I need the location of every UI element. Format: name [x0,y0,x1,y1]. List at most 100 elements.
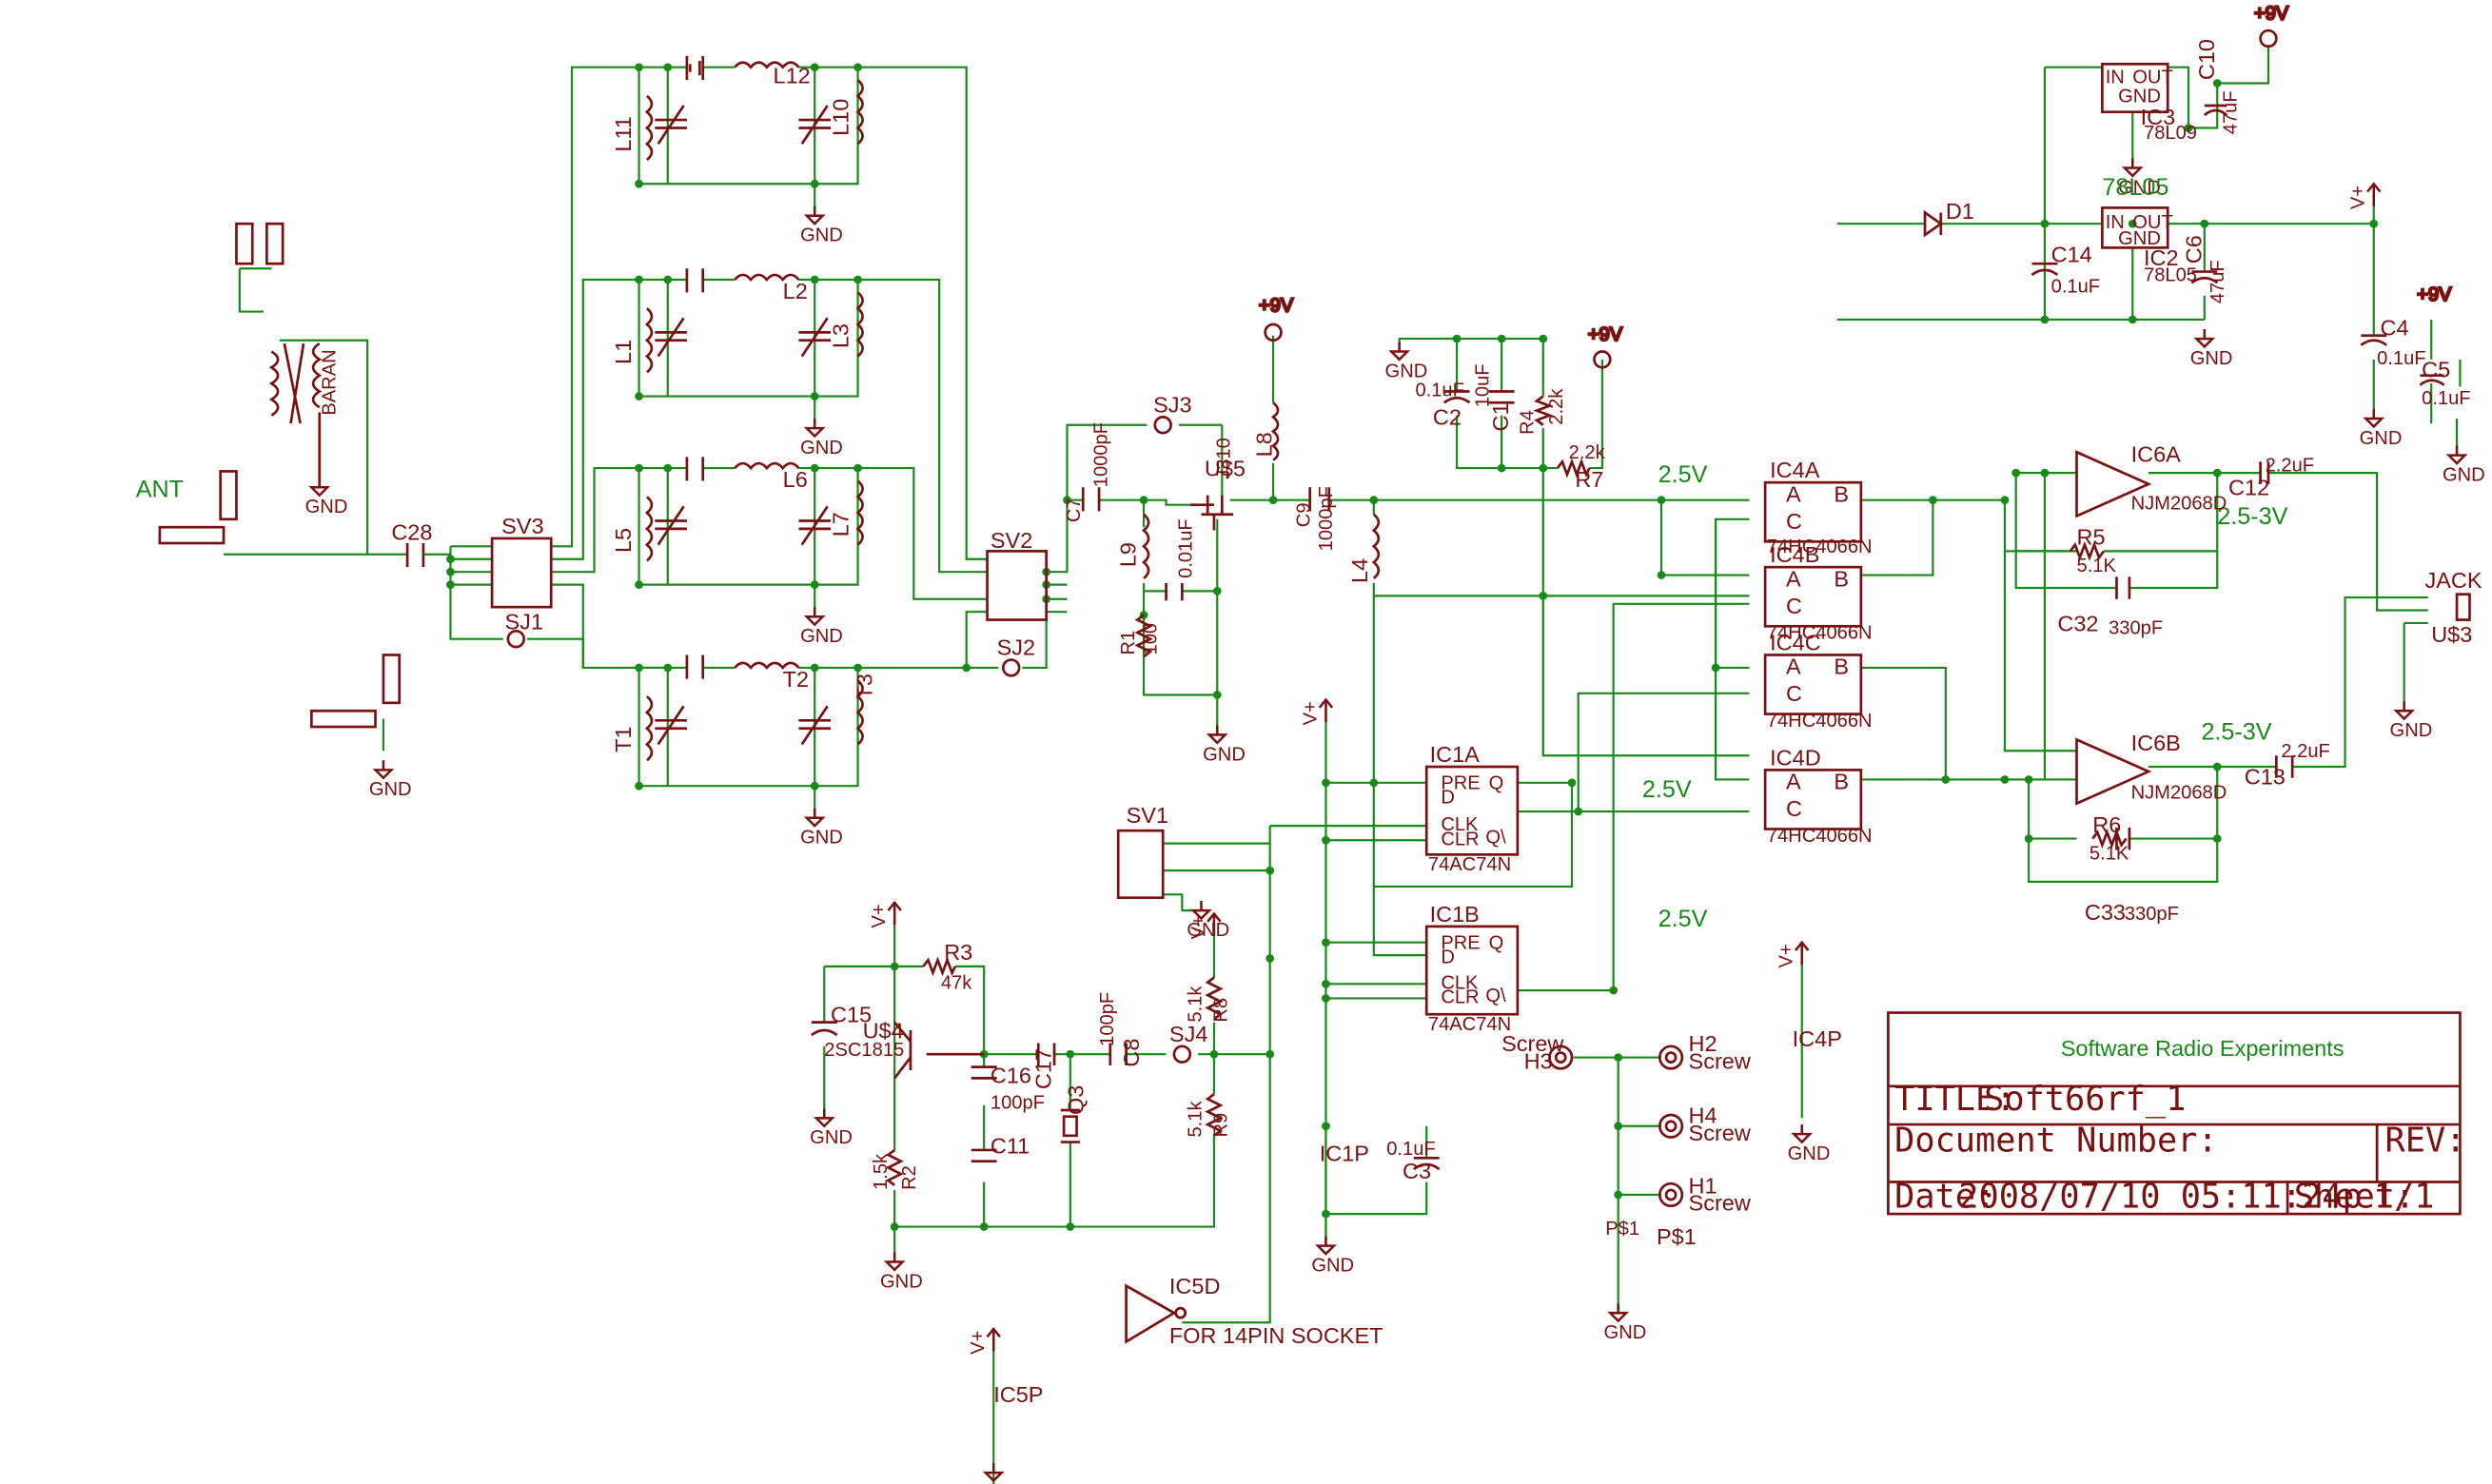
inductor-l4 [1371,513,1381,579]
svg-text:A: A [1786,654,1801,679]
label-c32-value: 330pF [2109,618,2163,639]
junction-dot [1212,586,1222,596]
svg-text:Screw: Screw [1689,1048,1752,1073]
svg-text:Q: Q [1489,932,1504,953]
inductor-l6 [734,461,800,471]
label-jack: JACK [2424,568,2482,593]
junction-dot [446,555,455,564]
ground-symbol: GND [800,607,843,647]
junction-dot [2212,79,2222,88]
svg-text:GND: GND [2118,228,2161,249]
junction-dot [635,63,643,72]
label-r6-value: 5.1K [2090,843,2129,864]
junction-dot [1322,979,1330,988]
label-r4-value: 2.2k [1546,388,1567,425]
ground-symbol: GND [880,1252,923,1292]
crystal-q3 [1060,1108,1080,1143]
junction-dot [810,580,819,589]
sheet-value: 1/1 [2374,1177,2435,1216]
svg-text:P$1: P$1 [1605,1219,1639,1240]
junction-dot [635,781,643,791]
junction-dot [1209,1049,1219,1059]
ground-label: GND [2360,428,2403,449]
ground-label: GND [305,497,348,517]
label-c9-value: 1000pF [1316,486,1337,551]
svg-text:B: B [1834,654,1849,679]
document-number-label: Document Number: [1894,1122,2218,1161]
vplus-symbol: V+ [1188,911,1222,939]
ground-symbol: GND [2443,445,2485,486]
ground-symbol: GND [1604,1303,1646,1343]
svg-text:Q\: Q\ [1485,828,1506,849]
label-c8: C8 [1119,1039,1144,1067]
inductor-l10 [855,79,864,146]
junction-dot [810,781,819,791]
label-c33-value: 330pF [2125,904,2179,925]
junction-dot [1322,994,1330,1003]
capacitor-c42 [685,268,705,293]
label-ic4d: IC4D [1770,745,1821,770]
ground-label: GND [800,225,843,246]
label-r4: R4 [1518,410,1539,435]
ground-label: GND [810,1127,853,1148]
ground-label: GND [2190,348,2233,369]
inductor-l3 [855,291,864,358]
label-c2: C2 [1433,405,1462,430]
svg-text:D: D [1441,788,1455,809]
junction-dot [2200,219,2209,228]
resistor-r5 [2069,540,2106,561]
junction-dot [810,275,819,284]
label-78l05-top: 78L05 [2102,174,2168,201]
ground-symbol: GND [305,478,348,517]
junction-dot [1497,334,1506,343]
junction-dot [890,1222,899,1231]
header-sv3 [490,537,553,609]
junction-dot [1322,778,1330,788]
label-c16-value: 100pF [991,1092,1045,1113]
label-c33: C33 [2085,900,2126,925]
label-c3: C3 [1403,1159,1431,1183]
label-sj3: SJ3 [1153,392,1192,417]
label-ic4d-part: 74HC4066N [1767,826,1873,847]
switch-ic4b [1763,565,1863,628]
capacitor-c13 [2275,755,2294,778]
junction-dot [635,580,643,589]
resistor-r4 [1533,395,1554,426]
label-ic6b-part: NJM2068D [2131,783,2227,804]
junction-dot [1539,463,1548,473]
vplus-label: V+ [2348,186,2369,209]
svg-text:CLK: CLK [1441,814,1479,835]
label-r2: R2 [899,1165,920,1190]
svg-text:GND: GND [2118,87,2161,107]
ground-symbol: GND [1788,1124,1830,1164]
label-ic5d: IC5D [1169,1274,1221,1298]
power-pads [1264,29,2278,369]
junction-dot [1539,592,1548,600]
label-c4: C4 [2380,316,2408,341]
label-q3: Q3 [1063,1085,1088,1115]
trimmer-capacitors [655,60,831,746]
label-ic6a: IC6A [2131,441,2182,466]
capacitor-c16 [971,1065,997,1080]
label-ps1: P$1 [1657,1224,1697,1249]
junction-dot [1941,775,1951,784]
junction-dot [810,63,819,72]
junction-dot [1711,663,1720,673]
svg-text:C: C [1786,594,1802,618]
label-l7: L7 [828,512,853,537]
junction-dot [1322,1122,1330,1131]
ground-label: GND [2118,177,2161,198]
label-h1: H1 [1689,1173,1717,1198]
label-ic1b: IC1B [1430,902,1480,927]
inductor-l12 [734,61,800,69]
junction-dot [446,567,455,576]
label-sv1: SV1 [1127,803,1168,828]
ground-label: GND [1203,744,1246,765]
capacitor-c14 [2031,262,2059,277]
date-label: Date: [1894,1177,1995,1216]
capacitor-c11 [971,1148,997,1163]
switch-ic4d [1763,769,1863,830]
junction-dot [1609,986,1618,995]
rev-label: REV: [2385,1122,2466,1161]
junction-dot [2128,315,2137,324]
